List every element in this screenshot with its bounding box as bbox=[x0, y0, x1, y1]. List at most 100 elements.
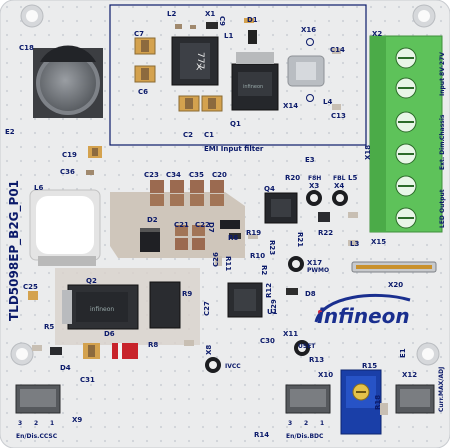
svg-text:D8: D8 bbox=[305, 290, 316, 298]
svg-text:Q4: Q4 bbox=[264, 185, 275, 193]
svg-text:E3: E3 bbox=[305, 156, 315, 164]
svg-text:L1: L1 bbox=[224, 32, 233, 40]
svg-text:F8H: F8H bbox=[308, 175, 321, 182]
x10-label: En/Dis.BDC bbox=[286, 433, 324, 440]
svg-text:C23: C23 bbox=[144, 171, 159, 179]
svg-text:R5: R5 bbox=[44, 323, 54, 331]
svg-text:C29: C29 bbox=[270, 299, 278, 314]
svg-text:C2: C2 bbox=[183, 131, 193, 139]
svg-text:X17: X17 bbox=[307, 259, 322, 267]
inductor-l6 bbox=[29, 189, 101, 266]
svg-text:X11: X11 bbox=[283, 330, 298, 338]
svg-text:C18: C18 bbox=[19, 44, 34, 52]
svg-text:U1: U1 bbox=[267, 308, 278, 316]
controller-area bbox=[205, 190, 358, 373]
x10-pin-3: 3 bbox=[288, 420, 292, 427]
x10-pin-1: 1 bbox=[320, 420, 324, 427]
svg-text:X20: X20 bbox=[388, 281, 403, 289]
svg-text:C31: C31 bbox=[80, 376, 95, 384]
svg-text:D2: D2 bbox=[147, 216, 158, 224]
svg-text:USET: USET bbox=[298, 343, 316, 350]
svg-text:C7: C7 bbox=[134, 30, 144, 38]
svg-text:R10: R10 bbox=[250, 252, 265, 260]
svg-text:C13: C13 bbox=[331, 112, 346, 120]
svg-text:FBL: FBL bbox=[333, 175, 346, 182]
svg-text:C25: C25 bbox=[23, 283, 38, 291]
svg-text:X8: X8 bbox=[205, 345, 213, 355]
svg-text:R2: R2 bbox=[260, 265, 268, 275]
svg-text:X12: X12 bbox=[402, 371, 417, 379]
infineon-logo: infineon bbox=[314, 293, 411, 328]
x12-label: Curr.MAX/ADJ bbox=[438, 367, 445, 412]
svg-text:R23: R23 bbox=[268, 240, 276, 255]
terminal-label-chassis: Chassis bbox=[439, 114, 446, 140]
power-stage: infineon bbox=[28, 281, 194, 359]
svg-text:Q2: Q2 bbox=[86, 277, 97, 285]
svg-text:C36: C36 bbox=[60, 168, 75, 176]
svg-text:R14: R14 bbox=[254, 431, 269, 439]
svg-text:R15: R15 bbox=[362, 362, 377, 370]
svg-text:C6: C6 bbox=[138, 88, 148, 96]
svg-text:X18: X18 bbox=[364, 145, 372, 160]
svg-text:R6: R6 bbox=[228, 234, 238, 242]
svg-text:X3: X3 bbox=[309, 182, 319, 190]
x10-pin-2: 2 bbox=[304, 420, 308, 427]
svg-text:C27: C27 bbox=[203, 301, 211, 316]
emi-filter-block: EMI Input filter 777 X infineon bbox=[109, 4, 367, 153]
svg-text:D1: D1 bbox=[247, 16, 258, 24]
svg-text:L5: L5 bbox=[348, 174, 357, 182]
svg-text:L2: L2 bbox=[167, 10, 176, 18]
svg-text:X1: X1 bbox=[205, 10, 215, 18]
svg-text:D4: D4 bbox=[60, 364, 71, 372]
x9-label: En/Dis.CCSC bbox=[16, 433, 58, 440]
svg-text:R22: R22 bbox=[318, 229, 333, 237]
svg-text:C1: C1 bbox=[204, 131, 214, 139]
connector-x20[interactable] bbox=[351, 261, 437, 273]
terminal-label-input: Input 8V-27V bbox=[439, 52, 446, 96]
svg-text:D6: D6 bbox=[104, 330, 115, 338]
svg-text:C22: C22 bbox=[195, 221, 210, 229]
potentiometer-r15[interactable] bbox=[340, 369, 382, 435]
terminal-label-ext-dim: Ext. Dim. bbox=[439, 139, 446, 170]
svg-text:C21: C21 bbox=[174, 221, 189, 229]
capacitor-c18 bbox=[33, 45, 103, 118]
svg-text:C26: C26 bbox=[212, 252, 220, 267]
svg-text:R19: R19 bbox=[246, 229, 261, 237]
svg-text:R12: R12 bbox=[265, 283, 273, 298]
svg-text:C30: C30 bbox=[260, 337, 275, 345]
brand-text: infineon bbox=[317, 304, 410, 328]
svg-text:E2: E2 bbox=[5, 128, 15, 136]
svg-text:D7: D7 bbox=[207, 222, 215, 233]
svg-text:L6: L6 bbox=[34, 184, 43, 192]
svg-text:C9: C9 bbox=[218, 16, 226, 26]
connector-x10[interactable] bbox=[285, 384, 331, 414]
svg-text:X16: X16 bbox=[301, 26, 316, 34]
connector-x12[interactable] bbox=[395, 384, 435, 414]
x9-pin-3: 3 bbox=[18, 420, 22, 427]
svg-text:E1: E1 bbox=[399, 348, 407, 358]
svg-text:R18: R18 bbox=[374, 395, 382, 410]
svg-text:PWMO: PWMO bbox=[307, 267, 329, 274]
svg-text:R13: R13 bbox=[309, 356, 324, 364]
svg-text:L4: L4 bbox=[323, 98, 332, 106]
capacitor-row bbox=[86, 146, 240, 252]
connector-x9[interactable] bbox=[15, 384, 61, 414]
terminal-label-led-output: LED Output bbox=[439, 189, 446, 228]
svg-text:C34: C34 bbox=[166, 171, 181, 179]
svg-text:X: X bbox=[196, 63, 202, 73]
svg-text:X9: X9 bbox=[72, 416, 82, 424]
svg-text:R20: R20 bbox=[285, 174, 300, 182]
svg-text:infineon: infineon bbox=[243, 84, 263, 90]
svg-text:X15: X15 bbox=[371, 238, 386, 246]
terminal-block-x2[interactable] bbox=[369, 35, 443, 233]
svg-text:infineon: infineon bbox=[90, 306, 114, 313]
svg-text:R21: R21 bbox=[296, 232, 304, 247]
svg-text:R11: R11 bbox=[224, 256, 232, 271]
svg-text:C35: C35 bbox=[189, 171, 204, 179]
svg-text:C20: C20 bbox=[212, 171, 227, 179]
svg-text:777: 777 bbox=[195, 52, 205, 69]
x9-pin-1: 1 bbox=[50, 420, 54, 427]
designator-labels: L2 X1 C9 D1 L1 C7 C6 X16 C14 X14 L4 C13 … bbox=[5, 10, 417, 439]
svg-text:C14: C14 bbox=[330, 46, 345, 54]
